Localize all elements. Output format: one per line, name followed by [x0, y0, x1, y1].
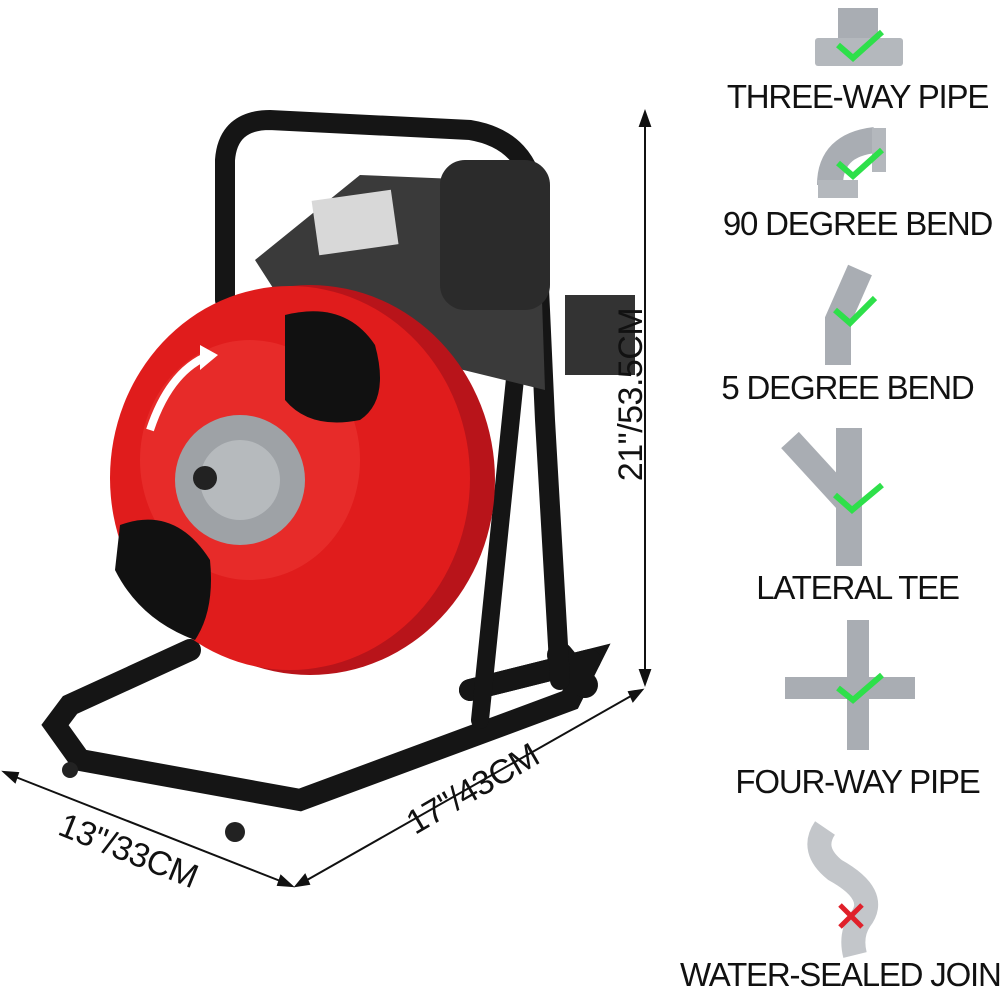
- motor-housing: [255, 160, 635, 390]
- p-trap-icon: [807, 821, 879, 958]
- drum: [110, 285, 495, 675]
- cable-opening-top: [285, 311, 380, 423]
- label-5-degree-bend: 5 DEGREE BEND: [721, 369, 974, 406]
- foot: [62, 762, 78, 778]
- four-way-pipe-icon: [785, 620, 915, 750]
- dimension-lines: [1, 109, 652, 888]
- elbow-pipe-icon: [817, 127, 886, 198]
- three-way-pipe-icon: [815, 8, 903, 66]
- height-dimension-label: 21"/53.5CM: [612, 307, 651, 482]
- label-90-degree-bend: 90 DEGREE BEND: [722, 205, 993, 242]
- cable-opening-bottom: [115, 519, 211, 640]
- lateral-tee-icon: [781, 428, 884, 566]
- foot: [225, 822, 245, 842]
- label-lateral-tee: LATERAL TEE: [756, 569, 960, 606]
- spec-label: [311, 189, 399, 256]
- label-three-way-pipe: THREE-WAY PIPE: [726, 78, 990, 115]
- label-water-sealed-joint: WATER-SEALED JOINT: [680, 956, 1000, 993]
- angled-pipe-icon: [825, 264, 878, 365]
- label-four-way-pipe: FOUR-WAY PIPE: [735, 763, 980, 800]
